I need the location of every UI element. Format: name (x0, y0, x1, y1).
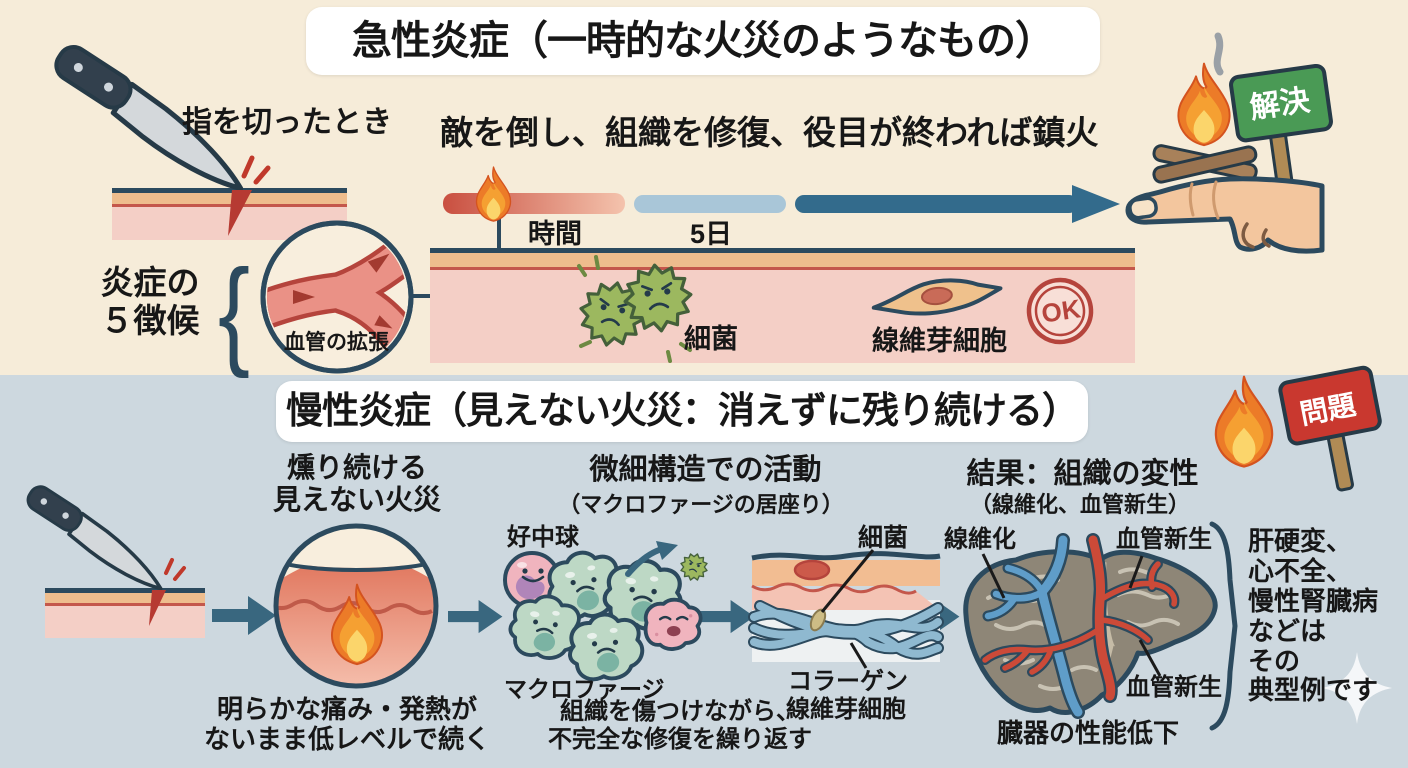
bacteria-label-acute: 細菌 (684, 324, 738, 354)
acute-title-box: 急性炎症（一時的な火災のようなもの） (306, 7, 1100, 75)
skin-cross-section-chronic (45, 588, 205, 638)
fibrosis-label: 線維化 (944, 526, 1016, 553)
day5-label: 5日 (690, 219, 733, 249)
cut-wound (228, 155, 271, 236)
bacteria-icon-acute (573, 255, 696, 363)
flow-arrow-2 (448, 600, 503, 634)
bacteria-label-chronic: 細菌 (858, 524, 909, 552)
low-level-label: 明らかな痛み・発熱が ないまま低レベルで続く (203, 694, 490, 755)
examples-list: 肝硬変、 心不全、 慢性腎臓病 などは その 典型例です (1248, 526, 1379, 706)
micro-subheading: （マクロファージの居座り） (558, 492, 844, 517)
chronic-title: 慢性炎症（見えない火災：消えずに残り続ける） (286, 390, 1079, 432)
liver-blue-vessel (982, 533, 1085, 719)
timeline-arrow (443, 185, 1120, 223)
healed-hand-icon (1125, 176, 1325, 254)
chronic-title-box: 慢性炎症（見えない火災：消えずに残り続ける） (276, 381, 1088, 442)
angiogenesis-label-top: 血管新生 (1116, 526, 1212, 553)
damaged-liver-icon (963, 533, 1218, 719)
fire-icon-timeline (475, 166, 512, 222)
time-label: 時間 (528, 219, 582, 249)
example-item: 心不全、 (1248, 555, 1353, 586)
vessel-dilation-circle (260, 220, 414, 374)
cut-label: 指を切ったとき (182, 106, 392, 139)
example-item: などは (1248, 615, 1327, 646)
liver-red-vessel (980, 533, 1180, 703)
immune-cells-cluster (503, 541, 712, 684)
result-subheading: （線維化、血管新生） (969, 492, 1190, 517)
timeline-heading: 敵を倒し、組織を修復、役目が終われば鎮火 (440, 114, 1099, 151)
organ-decline-label: 臓器の性能低下 (997, 718, 1180, 748)
vessel-dilation-label: 血管の拡張 (284, 331, 389, 354)
ok-stamp-icon (1026, 277, 1094, 345)
fibroblast-icon-acute (871, 278, 1003, 316)
example-item: その (1248, 645, 1301, 676)
problem-signpost (1278, 365, 1382, 492)
brace-glyph: { (218, 245, 251, 379)
pink-cell-icon (643, 597, 703, 651)
macrophage-label: マクロファージ (504, 676, 665, 702)
resolved-signpost (1229, 63, 1333, 192)
flow-arrow-1 (212, 596, 276, 635)
bacterium-icon-small (676, 549, 712, 585)
example-item: 肝硬変、 (1248, 526, 1353, 556)
campfire-icon (1152, 32, 1258, 184)
smolder-label: 燻り続ける 見えない火災 (272, 452, 441, 516)
ok-stamp-label: OK (1039, 293, 1083, 329)
flow-arrow-3 (700, 600, 755, 634)
collagen-fibers (748, 600, 944, 660)
examples-bracket (1209, 521, 1238, 731)
acute-title: 急性炎症（一時的な火災のようなもの） (352, 18, 1055, 63)
knife-icon-chronic (19, 480, 175, 598)
example-item: 典型例です (1248, 675, 1379, 706)
angiogenesis-label-bottom: 血管新生 (1126, 674, 1222, 701)
neutrophil-label: 好中球 (507, 524, 579, 551)
example-item: 慢性腎臓病 (1248, 585, 1379, 616)
collagen-label: コラーゲン (788, 668, 908, 695)
repair-caption: 組織を傷つけながら、 不完全な修復を繰り返す (548, 698, 812, 753)
fibroblast-label-acute: 線維芽細胞 (872, 326, 1007, 356)
fire-icon-problem (1214, 375, 1274, 468)
collagen-tissue-block (748, 549, 944, 669)
cut-wound-chronic (149, 558, 186, 626)
skin-cross-section-timeline (430, 248, 1135, 363)
neutrophil-icon (503, 551, 561, 609)
micro-heading: 微細構造での活動 (589, 454, 822, 486)
result-heading: 結果：組織の変性 (966, 458, 1199, 490)
sparkle-icon (1322, 652, 1392, 724)
five-signs-label: 炎症の ５徴候 (100, 264, 200, 340)
fibroblast-label-chronic: 線維芽細胞 (786, 696, 906, 723)
smolder-circle (273, 523, 439, 689)
